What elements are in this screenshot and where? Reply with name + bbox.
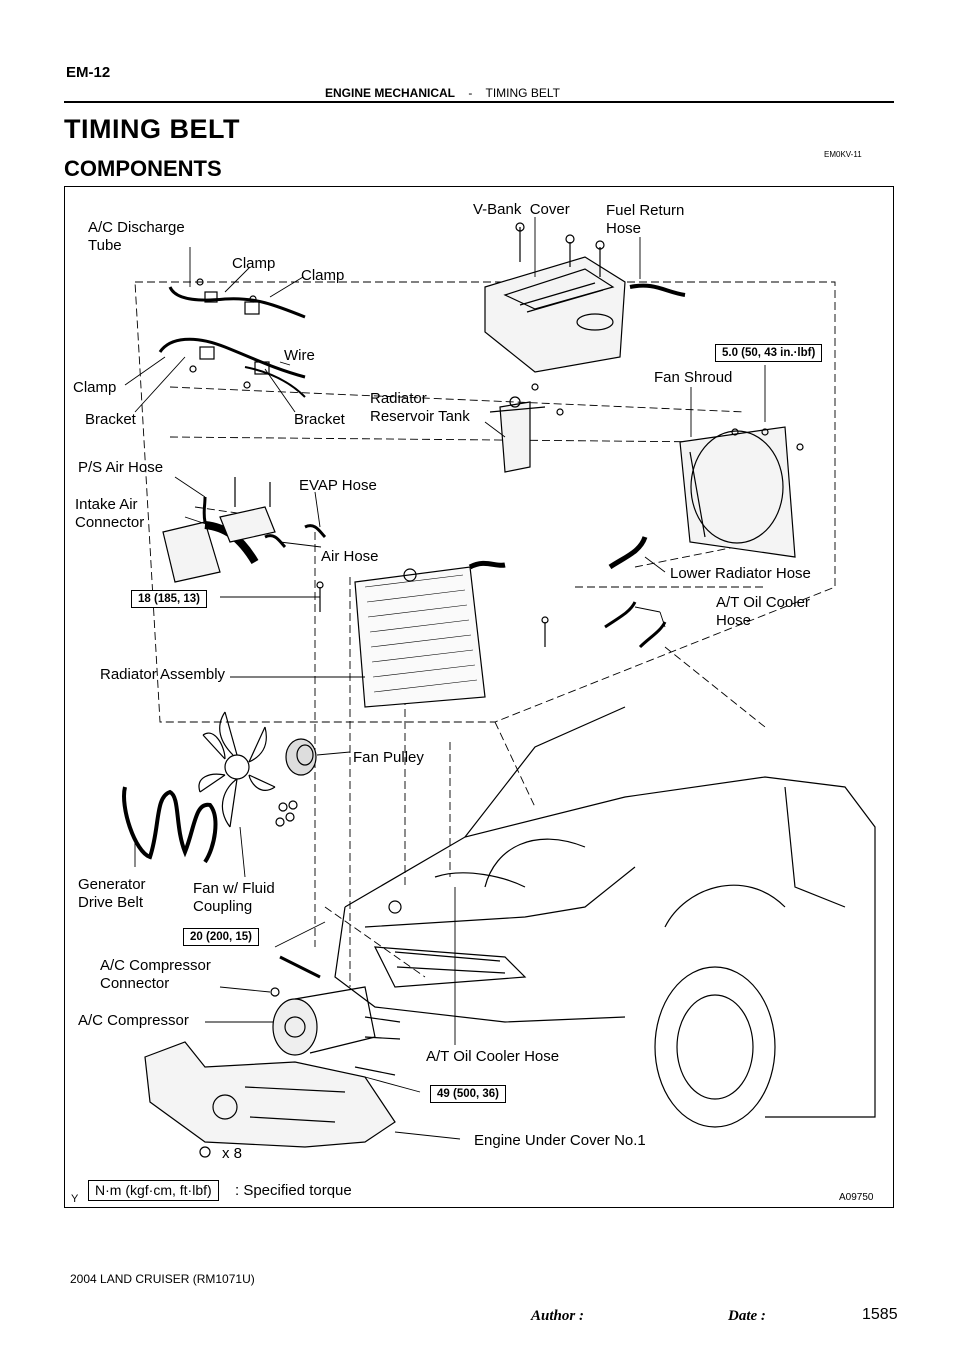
label-lower-radiator-hose: Lower Radiator Hose bbox=[670, 565, 811, 582]
author-label: Author : bbox=[531, 1308, 584, 1324]
label-ac-compressor-connector: A/C Compressor Connector bbox=[100, 957, 211, 992]
label-at-oil-cooler-hose: A/T Oil Cooler Hose bbox=[716, 594, 810, 629]
reservoir-tank-drawing bbox=[489, 383, 564, 473]
label-ac-discharge-tube: A/C Discharge Tube bbox=[88, 219, 185, 254]
fan-pulley-drawing bbox=[285, 738, 317, 776]
legend-unit-box: N·m (kgf·cm, ft·lbf) bbox=[88, 1180, 219, 1201]
header-rule bbox=[64, 101, 894, 103]
label-bracket: Bracket bbox=[294, 411, 345, 428]
label-ac-compressor: A/C Compressor bbox=[78, 1012, 189, 1029]
label-bolt-count: x 8 bbox=[222, 1145, 243, 1162]
header-section: ENGINE MECHANICAL bbox=[325, 86, 456, 100]
components-illustration bbox=[122, 217, 876, 1158]
header-topic: TIMING BELT bbox=[485, 86, 560, 100]
footer-vehicle: 2004 LAND CRUISER (RM1071U) bbox=[70, 1272, 255, 1286]
vehicle-drawing bbox=[334, 706, 876, 1128]
ac-discharge-tube-drawing bbox=[158, 278, 306, 398]
label-intake-air-connector: Intake Air Connector bbox=[75, 496, 145, 531]
label-radiator-reservoir-tank: Radiator Reservoir Tank bbox=[370, 390, 470, 425]
header-separator: - bbox=[468, 86, 473, 100]
page-code: EM-12 bbox=[66, 64, 111, 81]
label-air-hose: Air Hose bbox=[321, 548, 379, 565]
fan-drawing bbox=[198, 711, 298, 828]
label-fan-pulley: Fan Pulley bbox=[353, 749, 424, 766]
torque-spec: 20 (200, 15) bbox=[183, 928, 260, 946]
label-at-oil-cooler-hose: A/T Oil Cooler Hose bbox=[426, 1048, 560, 1065]
page-subtitle: COMPONENTS bbox=[64, 156, 222, 181]
label-fan-fluid-coupling: Fan w/ Fluid Coupling bbox=[193, 880, 275, 915]
engine-under-cover-drawing bbox=[144, 1041, 396, 1158]
label-clamp: Clamp bbox=[301, 267, 345, 284]
intake-air-connector-drawing bbox=[162, 477, 327, 583]
page-number: 1585 bbox=[862, 1306, 898, 1323]
label-fan-shroud: Fan Shroud bbox=[654, 369, 733, 386]
torque-spec: 18 (185, 13) bbox=[131, 590, 208, 608]
legend-text: : Specified torque bbox=[235, 1182, 352, 1199]
fan-shroud-drawing bbox=[679, 426, 804, 558]
drive-belt-drawing bbox=[122, 786, 218, 864]
label-clamp: Clamp bbox=[73, 379, 117, 396]
figure-corner-mark: Y bbox=[71, 1193, 79, 1205]
leader-lines bbox=[124, 217, 766, 1140]
label-clamp: Clamp bbox=[232, 255, 276, 272]
date-label: Date : bbox=[728, 1308, 766, 1324]
label-generator-drive-belt: Generator Drive Belt bbox=[78, 876, 146, 911]
ac-compressor-drawing bbox=[270, 955, 401, 1076]
document-code: EM0KV-11 bbox=[824, 150, 862, 159]
components-figure: A/C Discharge Tube Clamp Clamp Wire Clam… bbox=[64, 186, 894, 1208]
label-ps-air-hose: P/S Air Hose bbox=[78, 459, 164, 476]
page-title: TIMING BELT bbox=[64, 114, 240, 144]
v-bank-cover-drawing bbox=[484, 222, 626, 373]
label-evap-hose: EVAP Hose bbox=[299, 477, 377, 494]
figure-code: A09750 bbox=[839, 1192, 874, 1203]
radiator-drawing bbox=[316, 560, 549, 708]
label-fuel-return-hose: Fuel Return Hose bbox=[606, 202, 685, 237]
label-bracket: Bracket bbox=[85, 411, 136, 428]
label-wire: Wire bbox=[284, 347, 315, 364]
label-engine-under-cover: Engine Under Cover No.1 bbox=[474, 1132, 646, 1149]
torque-spec: 5.0 (50, 43 in.·lbf) bbox=[715, 344, 823, 362]
label-v-bank-cover: V-Bank Cover bbox=[473, 201, 570, 218]
torque-spec: 49 (500, 36) bbox=[430, 1085, 507, 1103]
label-radiator-assembly: Radiator Assembly bbox=[100, 666, 226, 683]
running-header: ENGINE MECHANICAL - TIMING BELT bbox=[325, 86, 560, 100]
